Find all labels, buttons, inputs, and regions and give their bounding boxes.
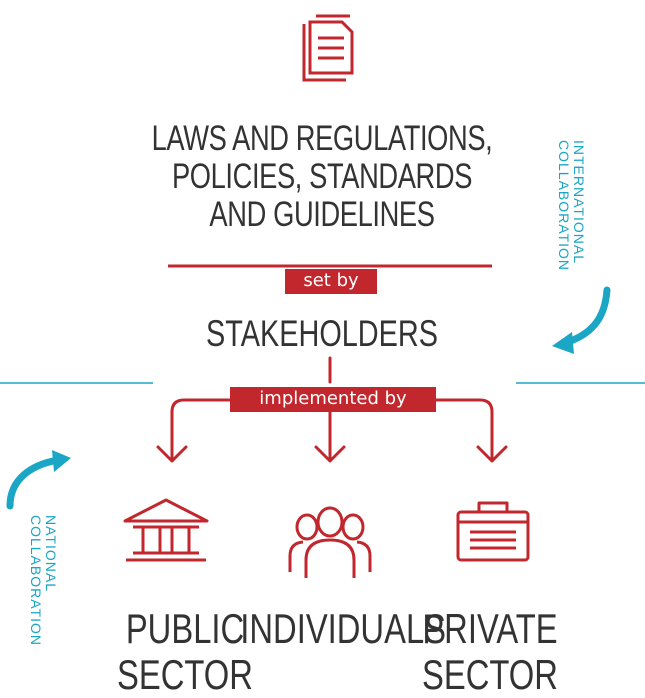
implemented-by-label: implemented by — [230, 387, 436, 412]
national-line-1: NATIONAL — [43, 515, 59, 592]
title-line-1: LAWS AND REGULATIONS, — [151, 119, 493, 158]
title-line-3: AND GUIDELINES — [209, 195, 435, 234]
public-sector-label: PUBLIC SECTOR — [115, 606, 255, 698]
international-line-2: COLLABORATION — [556, 140, 572, 271]
private-sector-label: PRIVATE SECTOR — [420, 606, 560, 698]
private-line-2: SECTOR — [422, 651, 558, 698]
government-building-icon — [123, 498, 209, 562]
diagram-graphics — [0, 14, 645, 578]
individuals-line-1: INDIVIDUALS — [240, 605, 447, 652]
national-arrow — [6, 450, 71, 510]
title-line-2: POLICIES, STANDARDS — [171, 157, 473, 196]
public-line-1: PUBLIC — [125, 605, 245, 652]
people-group-icon — [288, 506, 372, 578]
international-line-1: INTERNATIONAL — [571, 140, 587, 264]
private-line-1: PRIVATE — [422, 605, 558, 652]
national-collaboration-label: NATIONAL COLLABORATION — [28, 515, 59, 646]
set-by-label: set by — [285, 269, 377, 294]
international-collaboration-label: INTERNATIONAL COLLABORATION — [556, 140, 587, 271]
document-icon — [302, 14, 354, 82]
international-arrow — [552, 286, 611, 354]
main-title: LAWS AND REGULATIONS, POLICIES, STANDARD… — [127, 120, 517, 234]
public-line-2: SECTOR — [117, 651, 253, 698]
stakeholders-label: STAKEHOLDERS — [205, 313, 439, 354]
national-line-2: COLLABORATION — [28, 515, 44, 646]
individuals-label: INDIVIDUALS — [240, 605, 447, 652]
implementation-arrows — [156, 356, 508, 463]
briefcase-icon — [456, 501, 530, 562]
